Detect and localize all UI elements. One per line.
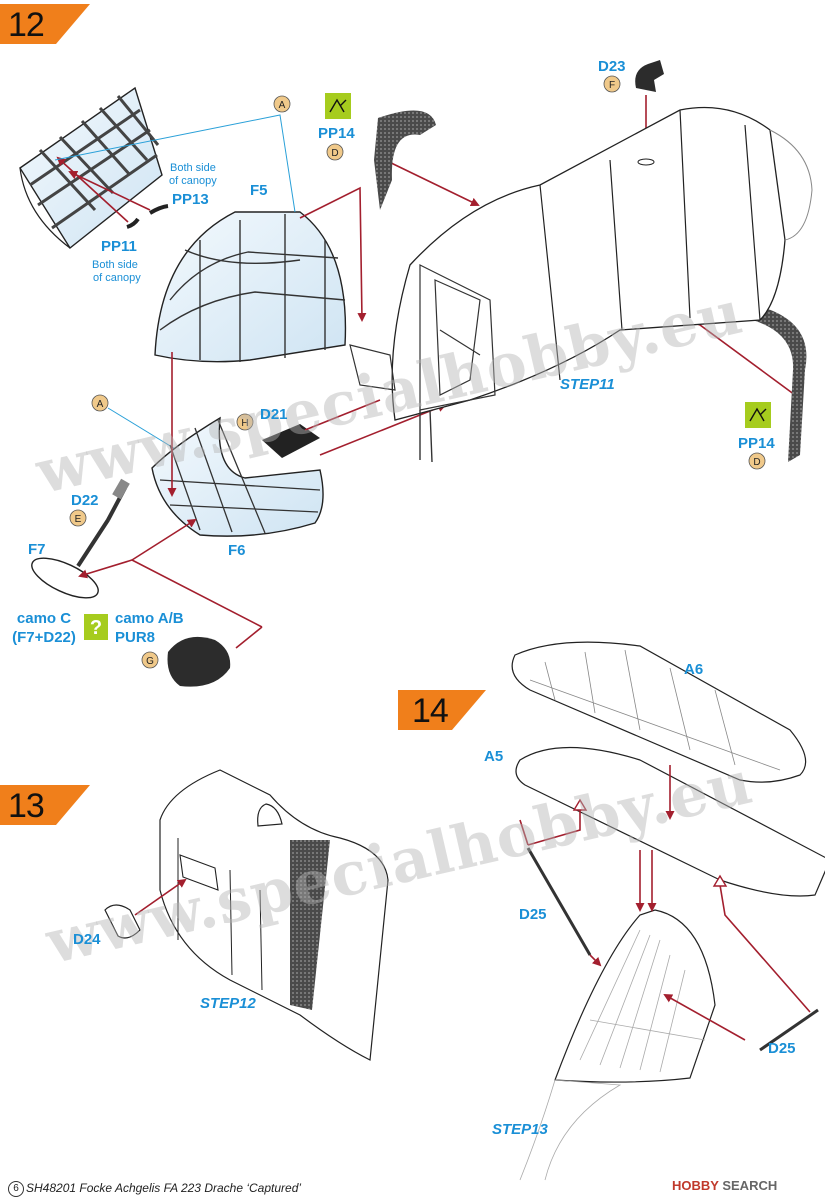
label-d25-right: D25 — [768, 1040, 796, 1057]
part-d21 — [262, 424, 320, 458]
step-ref-12: STEP12 — [200, 995, 256, 1012]
svg-text:G: G — [146, 656, 154, 667]
camo-right-line2: PUR8 — [115, 629, 156, 646]
note-of-canopy-2: of canopy — [93, 272, 141, 284]
photo-etch-icon — [325, 93, 351, 119]
label-f5: F5 — [250, 182, 268, 199]
step13-banner — [0, 785, 90, 825]
part-d23 — [635, 60, 664, 92]
step-number-14: 14 — [412, 692, 449, 730]
source-badge-hobby: HOBBY — [672, 1178, 719, 1193]
page-number: 6 — [8, 1181, 24, 1197]
svg-text:A: A — [279, 100, 286, 111]
part-f7 — [31, 557, 99, 599]
label-pp14-top: PP14 — [318, 125, 355, 142]
camo-right: camo A/B PUR8 — [115, 609, 184, 647]
camo-left-line1: camo C — [16, 610, 72, 627]
canopy-side-frame — [19, 86, 163, 250]
label-d24: D24 — [73, 931, 101, 948]
label-f6: F6 — [228, 542, 246, 559]
label-f7: F7 — [28, 541, 46, 558]
svg-text:?: ? — [90, 617, 102, 639]
step-ref-13: STEP13 — [492, 1121, 548, 1138]
note-both-side-2: Both side — [92, 259, 138, 271]
step-ref-11: STEP11 — [560, 376, 615, 393]
part-d24 — [104, 904, 141, 939]
svg-text:A: A — [97, 399, 104, 410]
step-number-12: 12 — [8, 6, 45, 44]
label-pp11: PP11 — [101, 238, 137, 255]
camo-left-line2: (F7+D22) — [12, 629, 76, 646]
label-pp13: PP13 — [172, 191, 209, 208]
question-mark-icon: ? — [84, 614, 108, 640]
tail-a5 — [515, 746, 825, 897]
part-pur8 — [167, 636, 231, 687]
paint-drop-icon: E — [69, 509, 87, 527]
label-d21: D21 — [260, 406, 288, 423]
source-badge-search: SEARCH — [722, 1178, 778, 1193]
note-of-canopy-1: of canopy — [169, 175, 217, 187]
camo-left: camo C (F7+D22) — [8, 609, 80, 647]
label-a6: A6 — [684, 661, 704, 678]
step14-banner — [398, 690, 486, 730]
fuselage-step12 — [349, 106, 813, 463]
paint-drop-icon: G — [141, 651, 159, 669]
note-both-side-1: Both side — [170, 162, 216, 174]
paint-drop-icon: D — [326, 143, 344, 161]
svg-text:F: F — [609, 80, 615, 91]
svg-text:D: D — [753, 457, 760, 468]
svg-text:D: D — [331, 148, 338, 159]
step-number-13: 13 — [8, 787, 45, 825]
label-d25-left: D25 — [519, 906, 547, 923]
paint-drop-icon: H — [236, 413, 254, 431]
canopy-f5 — [154, 211, 347, 363]
rudder — [554, 909, 716, 1083]
footer-text: SH48201 Focke Achgelis FA 223 Drache ‘Ca… — [26, 1181, 302, 1195]
source-badge: HOBBY SEARCH — [672, 1178, 777, 1193]
label-d23: D23 — [598, 58, 626, 75]
svg-text:H: H — [241, 418, 248, 429]
paint-drop-icon: D — [748, 452, 766, 470]
seat-belt-right — [745, 305, 807, 462]
seat-belt-left — [374, 110, 436, 210]
label-a5: A5 — [484, 748, 504, 765]
label-pp14-right: PP14 — [738, 435, 775, 452]
tail-a6 — [511, 641, 807, 783]
svg-text:E: E — [75, 514, 82, 525]
step12-banner — [0, 4, 90, 44]
windscreen-f6 — [151, 416, 324, 537]
photo-etch-icon — [745, 402, 771, 428]
paint-drop-icon: A — [91, 394, 109, 412]
paint-drop-icon: F — [603, 75, 621, 93]
fuselage-step13 — [159, 769, 389, 1061]
camo-right-line1: camo A/B — [115, 610, 184, 627]
label-d22: D22 — [71, 492, 99, 509]
paint-drop-icon: A — [273, 95, 291, 113]
